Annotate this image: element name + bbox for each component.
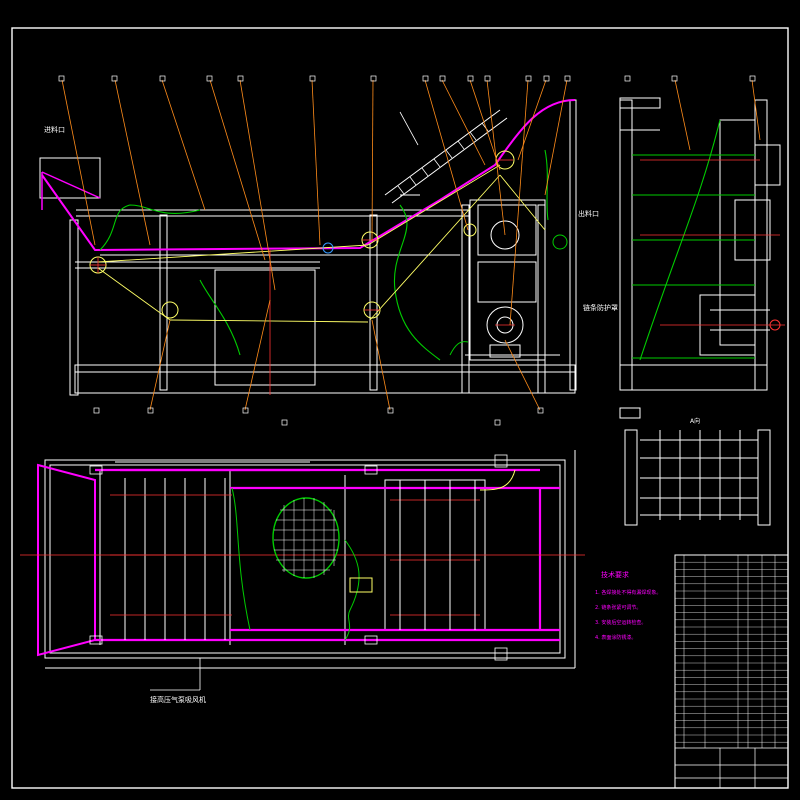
note-item-2: 2. 链条张紧可调节。 bbox=[595, 604, 641, 611]
end-view bbox=[619, 75, 785, 391]
note-item-3: 3. 安装后空运转检查。 bbox=[595, 619, 646, 626]
plan-note-label: 接高压气泵吸风机 bbox=[150, 695, 206, 704]
technical-notes: 技术要求 1. 各焊接处不得有漏焊现象。 2. 链条张紧可调节。 3. 安装后空… bbox=[595, 570, 661, 641]
note-item-1: 1. 各焊接处不得有漏焊现象。 bbox=[595, 589, 661, 596]
notes-title: 技术要求 bbox=[601, 570, 629, 579]
side-inlet-label: 进料口 bbox=[44, 125, 65, 134]
conveyor-belt-side bbox=[41, 99, 576, 252]
section-caption: A向 bbox=[690, 417, 700, 425]
mesh-screen bbox=[272, 497, 340, 579]
plan-view: 接高压气泵吸风机 bbox=[20, 450, 585, 704]
side-elevation-view: 进料口 出料口 链条防护罩 bbox=[39, 75, 618, 426]
tank-curve bbox=[639, 119, 721, 361]
side-outlet-label: 出料口 bbox=[578, 209, 599, 218]
note-item-4: 4. 表面涂防锈漆。 bbox=[595, 634, 636, 641]
section-view-a: A向 bbox=[619, 407, 771, 526]
chain-guard-label: 链条防护罩 bbox=[583, 303, 618, 312]
title-block bbox=[674, 554, 789, 789]
drawing-border bbox=[11, 27, 789, 789]
water-tank-outline bbox=[99, 149, 549, 361]
